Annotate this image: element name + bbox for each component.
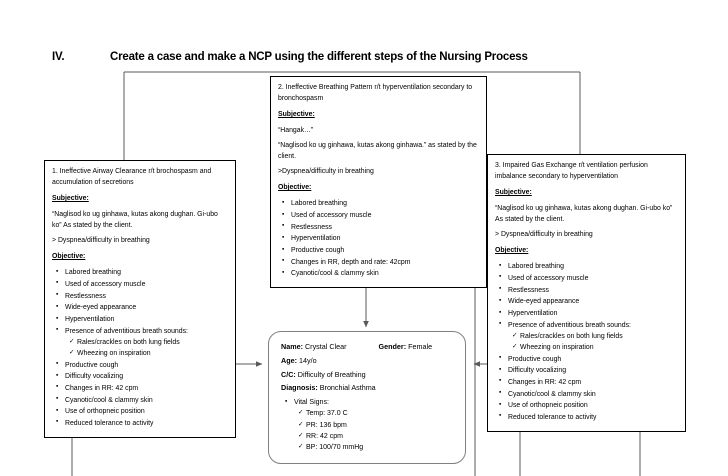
list-item: Difficulty vocalizing — [56, 371, 228, 382]
subjective-quote-1: “Hangak…” — [278, 127, 314, 135]
name-label: Name: — [281, 342, 303, 351]
list-item: Restlessness — [56, 290, 228, 302]
heading-text: Create a case and make a NCP using the d… — [110, 51, 528, 63]
vitals-label: Vital Signs: — [294, 399, 329, 407]
list-item: Labored breathing — [56, 267, 228, 278]
list-item: Reduced tolerance to activity — [56, 417, 228, 429]
subjective-quote: “Naglisod ko ug ginhawa, kutas akong dug… — [52, 211, 218, 230]
list-item: Hyperventilation — [56, 314, 228, 325]
page-title: IV. Create a case and make a NCP using th… — [52, 51, 692, 67]
objective-list: Labored breathing Used of accessory musc… — [495, 261, 678, 423]
patient-info-card: Name: Crystal Clear Gender: Female Age: … — [268, 331, 466, 465]
subjective-label: Subjective: — [52, 195, 89, 203]
subjective-label: Subjective: — [278, 111, 315, 119]
gender-value: Female — [408, 342, 433, 351]
subjective-label: Subjective: — [495, 189, 532, 197]
list-item: Wheezing on inspiration — [512, 342, 678, 353]
list-item-text: Presence of adventitious breath sounds: — [508, 321, 631, 329]
patient-diagnosis-row: Diagnosis: Bronchial Asthma — [281, 382, 453, 395]
list-item: Changes in RR: 42 cpm — [56, 382, 228, 394]
list-item: Use of orthopneic position — [56, 406, 228, 417]
patient-cc-row: C/C: Difficulty of Breathing — [281, 369, 453, 382]
diagnosis-title: 1. Ineffective Airway Clearance r/t broc… — [52, 168, 212, 186]
vitals-values: Temp: 37.0 C PR: 136 bpm RR: 42 cpm BP: … — [294, 408, 453, 453]
cc-value: Difficulty of Breathing — [297, 369, 366, 379]
diagnosis-box-impaired-gas-exchange: 3. Impaired Gas Exchange r/t ventilation… — [487, 154, 686, 432]
heading-numeral: IV. — [52, 51, 65, 63]
vital-signs-list: Vital Signs: Temp: 37.0 C PR: 136 bpm RR… — [281, 397, 453, 453]
diagnosis-value: Bronchial Asthma — [319, 383, 376, 393]
name-value: Crystal Clear — [304, 342, 347, 351]
list-item: Difficulty vocalizing — [499, 365, 678, 376]
list-item: Hyperventilation — [499, 308, 678, 319]
list-item: Rales/crackles on both lung fields — [512, 331, 678, 342]
subjective-note: > Dyspnea/difficulty in breathing — [495, 231, 593, 239]
patient-name-row: Name: Crystal Clear Gender: Female — [281, 341, 453, 354]
list-item: Productive cough — [56, 359, 228, 371]
list-item: Used of accessory muscle — [282, 210, 479, 221]
subjective-quote: “Naglisod ko ug ginhawa, kutas akong dug… — [495, 205, 673, 224]
list-item: Wide-eyed appearance — [56, 302, 228, 313]
objective-label: Objective: — [278, 184, 312, 192]
objective-list: Labored breathing Used of accessory musc… — [52, 267, 228, 429]
list-item: Changes in RR: 42 cpm — [499, 376, 678, 388]
objective-label: Objective: — [52, 253, 86, 261]
list-item: Rales/crackles on both lung fields — [69, 337, 228, 348]
list-item: Labored breathing — [282, 198, 479, 209]
subjective-note: >Dyspnea/difficulty in breathing — [278, 168, 374, 176]
diagnosis-box-ineffective-breathing-pattern: 2. Ineffective Breathing Pattern r/t hyp… — [270, 76, 487, 289]
diagnosis-title: 2. Ineffective Breathing Pattern r/t hyp… — [278, 84, 473, 102]
list-item: Use of orthopneic position — [499, 400, 678, 411]
list-item: Cyanotic/cool & clammy skin — [56, 394, 228, 406]
list-item: Presence of adventitious breath sounds: … — [56, 325, 228, 359]
diagnosis-label: Diagnosis: — [281, 383, 318, 393]
subjective-quote-2: “Naglisod ko ug ginhawa, kutas akong gin… — [278, 142, 477, 161]
list-item: RR: 42 cpm — [298, 431, 453, 442]
list-item: Productive cough — [282, 245, 479, 256]
list-item: Wide-eyed appearance — [499, 296, 678, 307]
gender-label: Gender: — [378, 342, 407, 351]
list-item: Presence of adventitious breath sounds: … — [499, 319, 678, 353]
list-item: Restlessness — [282, 221, 479, 233]
list-item: Changes in RR, depth and rate: 42cpm — [282, 256, 479, 268]
cc-label: C/C: — [281, 369, 296, 379]
list-item-text: Presence of adventitious breath sounds: — [65, 327, 188, 335]
diagnosis-title: 3. Impaired Gas Exchange r/t ventilation… — [495, 162, 648, 180]
objective-list: Labored breathing Used of accessory musc… — [278, 198, 479, 279]
objective-label: Objective: — [495, 247, 529, 255]
breath-sounds-list: Rales/crackles on both lung fields Wheez… — [65, 337, 228, 359]
subjective-note: > Dyspnea/difficulty in breathing — [52, 237, 150, 245]
list-item: Used of accessory muscle — [56, 278, 228, 290]
list-item: Cyanotic/cool & clammy skin — [282, 268, 479, 279]
age-label: Age: — [281, 355, 297, 365]
list-item: Productive cough — [499, 353, 678, 365]
breath-sounds-list: Rales/crackles on both lung fields Wheez… — [508, 331, 678, 353]
diagnosis-box-ineffective-airway-clearance: 1. Ineffective Airway Clearance r/t broc… — [44, 160, 236, 438]
list-item: Temp: 37.0 C — [298, 408, 453, 419]
list-item: Hyperventilation — [282, 233, 479, 244]
list-item: Restlessness — [499, 284, 678, 296]
list-item: Cyanotic/cool & clammy skin — [499, 388, 678, 400]
list-item: Reduced tolerance to activity — [499, 411, 678, 423]
patient-age-row: Age: 14y/o — [281, 355, 453, 368]
list-item: Used of accessory muscle — [499, 272, 678, 284]
list-item: PR: 136 bpm — [298, 420, 453, 431]
list-item: BP: 100/70 mmHg — [298, 442, 453, 453]
list-item: Vital Signs: Temp: 37.0 C PR: 136 bpm RR… — [285, 397, 453, 453]
age-value: 14y/o — [298, 355, 317, 365]
list-item: Wheezing on inspiration — [69, 348, 228, 359]
list-item: Labored breathing — [499, 261, 678, 272]
